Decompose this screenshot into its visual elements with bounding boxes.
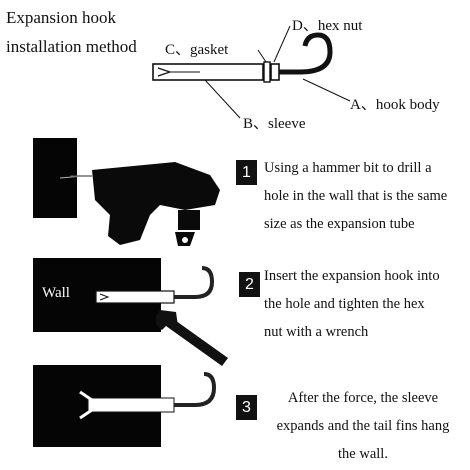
expansion-hook-diagram xyxy=(152,25,351,119)
step1-line3: size as the expansion tube xyxy=(264,216,415,232)
step1-line1: Using a hammer bit to drill a xyxy=(264,160,432,176)
step1-illustration xyxy=(33,138,220,246)
label-hex-nut: D、hex nut xyxy=(292,18,363,34)
step2-text: Insert the expansion hook into the hole … xyxy=(264,262,469,346)
step1-text: Using a hammer bit to drill a hole in th… xyxy=(264,154,469,238)
step3-line2: expands and the tail fins hang xyxy=(276,418,450,434)
sleeve-shape xyxy=(152,63,264,81)
hook-body-shape xyxy=(279,32,333,75)
hook-in-wall-3 xyxy=(87,397,175,413)
step3-line3: the wall. xyxy=(338,446,388,462)
title-line-1: Expansion hook xyxy=(6,8,117,27)
label-hook-body: A、hook body xyxy=(350,97,440,113)
label-gasket: C、gasket xyxy=(165,42,229,58)
drill-icon xyxy=(92,162,220,246)
step2-line2: the hole and tighten the hex xyxy=(264,296,425,312)
label-sleeve: B、sleeve xyxy=(243,116,306,132)
step3-number-badge: 3 xyxy=(236,395,257,420)
hex-nut-shape xyxy=(270,63,280,81)
step2-line1: Insert the expansion hook into xyxy=(264,268,440,284)
step2-number-badge: 2 xyxy=(239,272,260,297)
title-line-2: installation method xyxy=(6,37,137,56)
step1-number-badge: 1 xyxy=(236,160,257,185)
step3-text: After the force, the sleeve expands and … xyxy=(256,384,470,468)
step3-line1: After the force, the sleeve xyxy=(287,390,439,406)
step1-line2: hole in the wall that is the same xyxy=(264,188,448,204)
wrench-icon xyxy=(155,310,178,330)
step2-line3: nut with a wrench xyxy=(264,324,369,340)
wall-block-1 xyxy=(33,138,77,218)
step3-illustration xyxy=(33,365,217,447)
step2-illustration xyxy=(33,258,228,366)
gasket-shape xyxy=(263,61,271,83)
wall-label: Wall xyxy=(42,285,70,301)
